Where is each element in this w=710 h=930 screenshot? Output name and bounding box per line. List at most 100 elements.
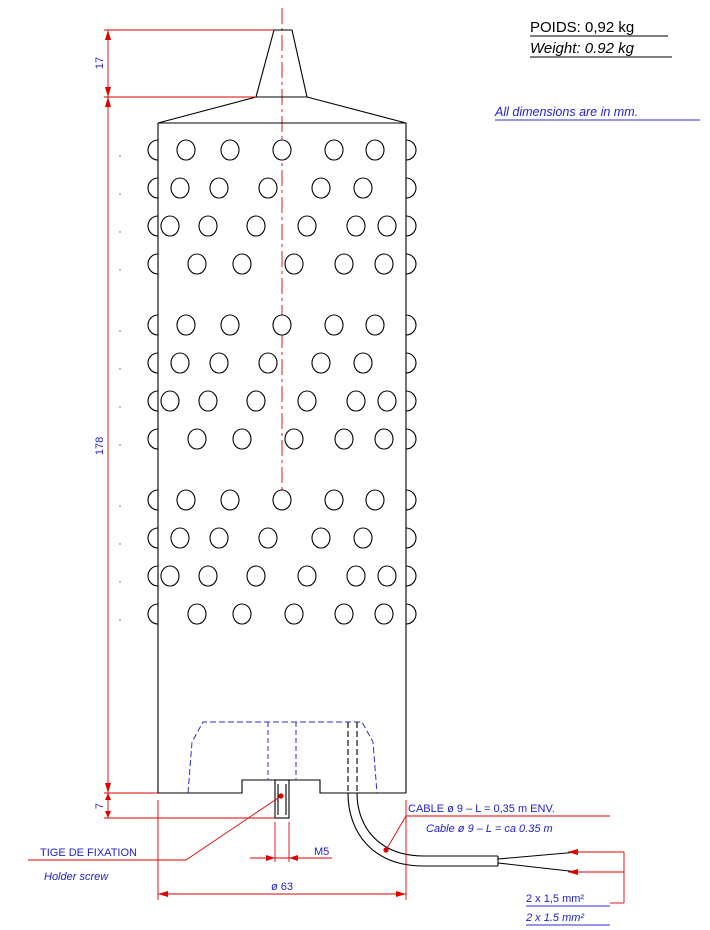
ventilation-hole: [198, 390, 218, 412]
grid-dot: [119, 619, 121, 621]
edge-hole-right: [405, 139, 417, 161]
holder-label-en: Holder screw: [44, 871, 109, 883]
grid-dot: [119, 330, 121, 332]
edge-hole-left: [147, 527, 159, 549]
edge-hole-right: [405, 177, 417, 199]
edge-hole-left: [147, 352, 159, 374]
ventilation-hole: [170, 177, 190, 199]
grid-dot: [119, 193, 121, 195]
ventilation-hole: [365, 489, 385, 511]
edge-hole-right: [405, 215, 417, 237]
cable-label-fr: CABLE ø 9 – L = 0,35 m ENV.: [408, 803, 555, 815]
ventilation-hole: [220, 489, 240, 511]
edge-hole-left: [147, 253, 159, 275]
ventilation-hole: [324, 139, 344, 161]
edge-hole-right: [405, 390, 417, 412]
ventilation-hole: [232, 428, 252, 450]
ventilation-hole: [187, 428, 207, 450]
internal-hidden-detail: [187, 721, 378, 794]
edge-hole-right: [405, 527, 417, 549]
ventilation-hole: [160, 565, 180, 587]
ventilation-hole: [334, 428, 354, 450]
ventilation-hole: [377, 390, 397, 412]
holder-screw-callout: TIGE DE FIXATION Holder screw: [28, 793, 284, 883]
units-note: All dimensions are in mm.: [494, 105, 638, 119]
dimension-body-height: 178: [94, 97, 158, 794]
edge-hole-right: [405, 314, 417, 336]
edge-hole-left: [147, 603, 159, 625]
ventilation-hole: [311, 527, 331, 549]
ventilation-hole: [198, 565, 218, 587]
cable-callout: CABLE ø 9 – L = 0,35 m ENV. Cable ø 9 – …: [383, 803, 610, 853]
grid-dot: [119, 543, 121, 545]
ventilation-hole: [160, 390, 180, 412]
cable-label-en: Cable ø 9 – L = ca 0.35 m: [426, 823, 553, 835]
ventilation-hole: [374, 253, 394, 275]
ventilation-hole: [272, 489, 292, 511]
ventilation-hole: [220, 314, 240, 336]
ventilation-hole: [258, 352, 278, 374]
grid-dot: [119, 505, 121, 507]
ventilation-hole: [353, 352, 373, 374]
ventilation-hole: [232, 603, 252, 625]
edge-hole-right: [405, 603, 417, 625]
ventilation-hole: [297, 390, 317, 412]
ventilation-hole: [209, 352, 229, 374]
dimension-tip-height: 17: [94, 29, 274, 98]
grid-dot: [119, 444, 121, 446]
wire-label-en: 2 x 1.5 mm²: [525, 912, 584, 924]
ventilation-hole: [176, 489, 196, 511]
ventilation-hole: [272, 314, 292, 336]
weight-label-en: Weight: 0.92 kg: [530, 40, 635, 57]
edge-hole-right: [405, 565, 417, 587]
grid-dot: [119, 406, 121, 408]
ventilation-hole: [353, 527, 373, 549]
edge-hole-left: [147, 489, 159, 511]
dimension-diameter-label: ø 63: [271, 881, 293, 893]
ventilation-hole: [258, 177, 278, 199]
ventilation-hole: [209, 527, 229, 549]
edge-hole-left: [147, 177, 159, 199]
grid-dot: [119, 368, 121, 370]
ventilation-hole: [198, 215, 218, 237]
edge-hole-right: [405, 352, 417, 374]
weight-label-fr: POIDS: 0,92 kg: [530, 19, 634, 36]
ventilation-hole: [377, 565, 397, 587]
edge-hole-left: [147, 428, 159, 450]
ventilation-hole: [284, 253, 304, 275]
ventilation-hole: [187, 253, 207, 275]
wire-label-fr: 2 x 1,5 mm²: [526, 893, 584, 905]
wire-callout: 2 x 1,5 mm² 2 x 1.5 mm²: [525, 849, 625, 926]
ventilation-hole: [311, 352, 331, 374]
ventilation-hole: [220, 139, 240, 161]
ventilation-hole: [284, 428, 304, 450]
ventilation-hole: [365, 139, 385, 161]
ventilation-hole: [353, 177, 373, 199]
grid-dot: [119, 155, 121, 157]
ventilation-hole: [334, 253, 354, 275]
ventilation-holes: [119, 139, 417, 625]
ventilation-hole: [324, 489, 344, 511]
dimension-thread-label: M5: [314, 846, 329, 858]
ventilation-hole: [160, 215, 180, 237]
dimension-body-height-label: 178: [94, 437, 106, 455]
ventilation-hole: [334, 603, 354, 625]
ventilation-hole: [246, 215, 266, 237]
edge-hole-right: [405, 489, 417, 511]
ventilation-hole: [176, 139, 196, 161]
edge-hole-left: [147, 390, 159, 412]
dimension-diameter: ø 63: [157, 800, 407, 900]
ventilation-hole: [170, 352, 190, 374]
edge-hole-left: [147, 139, 159, 161]
ventilation-hole: [232, 253, 252, 275]
ventilation-hole: [374, 603, 394, 625]
ventilation-hole: [209, 177, 229, 199]
ventilation-hole: [374, 428, 394, 450]
ventilation-hole: [297, 215, 317, 237]
ventilation-hole: [170, 527, 190, 549]
grid-dot: [119, 581, 121, 583]
edge-hole-left: [147, 565, 159, 587]
ventilation-hole: [246, 565, 266, 587]
dimension-tip-height-label: 17: [94, 57, 106, 69]
